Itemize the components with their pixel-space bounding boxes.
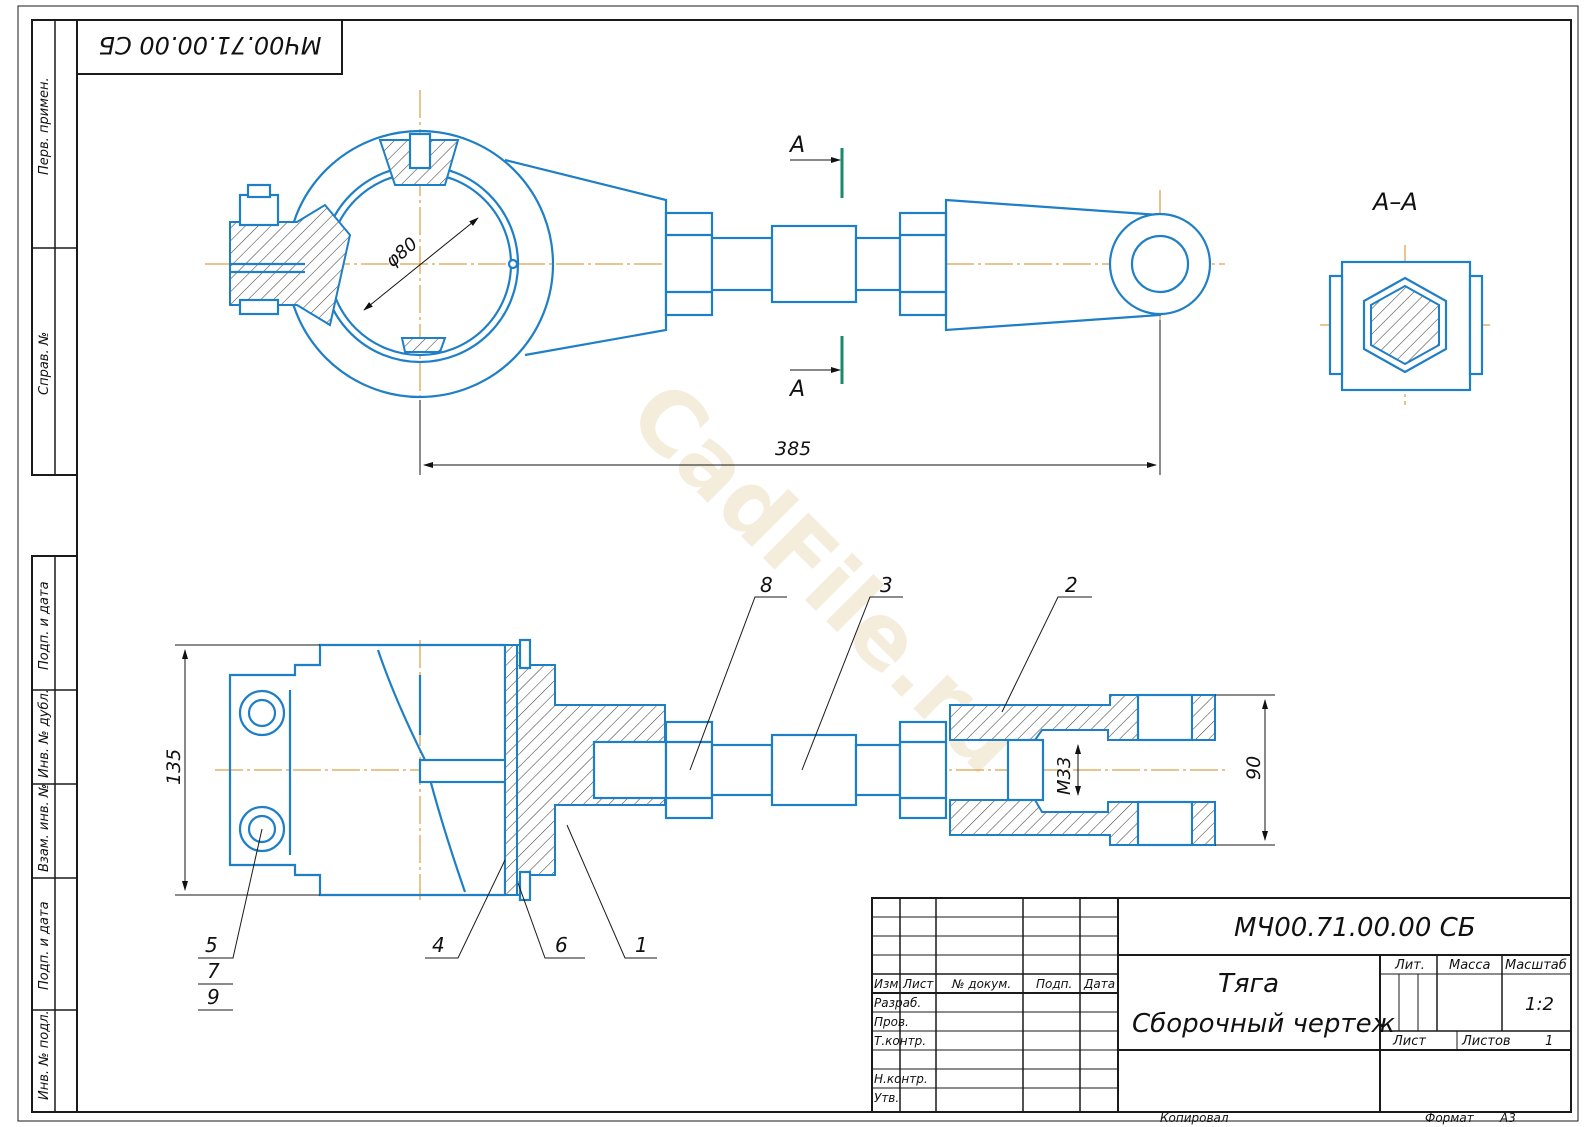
side-inv-dubl: Инв. № дубл. [37, 689, 52, 778]
top-view: φ80 А А 385 [205, 90, 1225, 475]
tb-nkontr: Н.контр. [874, 1072, 928, 1086]
side-sprav-no: Справ. № [37, 332, 52, 395]
title-line2: Сборочный чертеж [1132, 1009, 1396, 1039]
side-vzam-inv: Взам. инв. № [37, 784, 52, 872]
cut-letter-top: А [788, 133, 805, 158]
cut-letter-bottom: А [788, 377, 805, 402]
tb-tkontr: Т.контр. [874, 1034, 926, 1048]
dim-diameter: φ80 [382, 233, 422, 271]
dim-thread: М33 [1054, 757, 1075, 795]
callout-1: 1 [635, 933, 648, 957]
title-block: МЧ00.71.00.00 СБ Тяга Сборочный чертеж Л… [871, 897, 1572, 1125]
section-label: А–А [1371, 188, 1418, 216]
callout-8: 8 [760, 573, 773, 597]
tb-prov: Пров. [874, 1015, 909, 1029]
top-designation-box: МЧ00.71.00.00 СБ [76, 19, 343, 75]
scale-value: 1:2 [1525, 994, 1554, 1015]
tb-razrab: Разраб. [874, 996, 921, 1010]
dim-width: 90 [1243, 756, 1265, 780]
tb-date: Дата [1083, 977, 1115, 991]
sheets-count: 1 [1545, 1034, 1553, 1049]
section-aa: А–А [1320, 188, 1490, 405]
callout-4: 4 [432, 933, 445, 957]
dim-length: 385 [775, 438, 811, 460]
title-line1: Тяга [1218, 969, 1279, 999]
scale-label: Масштаб [1505, 958, 1567, 973]
callout-7: 7 [207, 959, 220, 983]
mass-label: Масса [1449, 958, 1490, 973]
callouts: 8 3 2 1 6 4 5 7 9 [198, 573, 1092, 1011]
tb-sign: Подп. [1036, 977, 1072, 991]
outer-border [17, 5, 1579, 1122]
lit-label: Лит. [1394, 958, 1425, 973]
tb-izm: Изм. [874, 977, 902, 991]
format-label: Формат [1425, 1111, 1475, 1125]
side-perv-primen: Перв. примен. [37, 77, 52, 175]
bottom-view: 135 М33 90 8 3 2 1 6 4 5 7 [163, 573, 1275, 1011]
callout-6: 6 [555, 933, 568, 957]
side-columns: Перв. примен. Справ. № Подп. и дата Инв.… [31, 19, 78, 1113]
callout-9: 9 [207, 985, 220, 1009]
format-value: А3 [1499, 1111, 1516, 1125]
tb-doc-no: № докум. [951, 977, 1011, 991]
callout-3: 3 [880, 573, 893, 597]
dim-height: 135 [163, 749, 185, 785]
sheet-label: Лист [1392, 1034, 1426, 1049]
callout-5: 5 [205, 933, 218, 957]
tb-utv: Утв. [874, 1091, 899, 1105]
copied-label: Копировал [1160, 1111, 1229, 1125]
side-inv-podl: Инв. № подл. [37, 1010, 52, 1100]
tb-list: Лист [902, 977, 934, 991]
side-podp-data-2: Подп. и дата [37, 901, 52, 990]
title-designation: МЧ00.71.00.00 СБ [1234, 913, 1476, 943]
side-podp-data-1: Подп. и дата [37, 581, 52, 670]
callout-2: 2 [1065, 573, 1078, 597]
top-designation: МЧ00.71.00.00 СБ [98, 31, 321, 59]
sheets-label: Листов [1461, 1034, 1511, 1049]
